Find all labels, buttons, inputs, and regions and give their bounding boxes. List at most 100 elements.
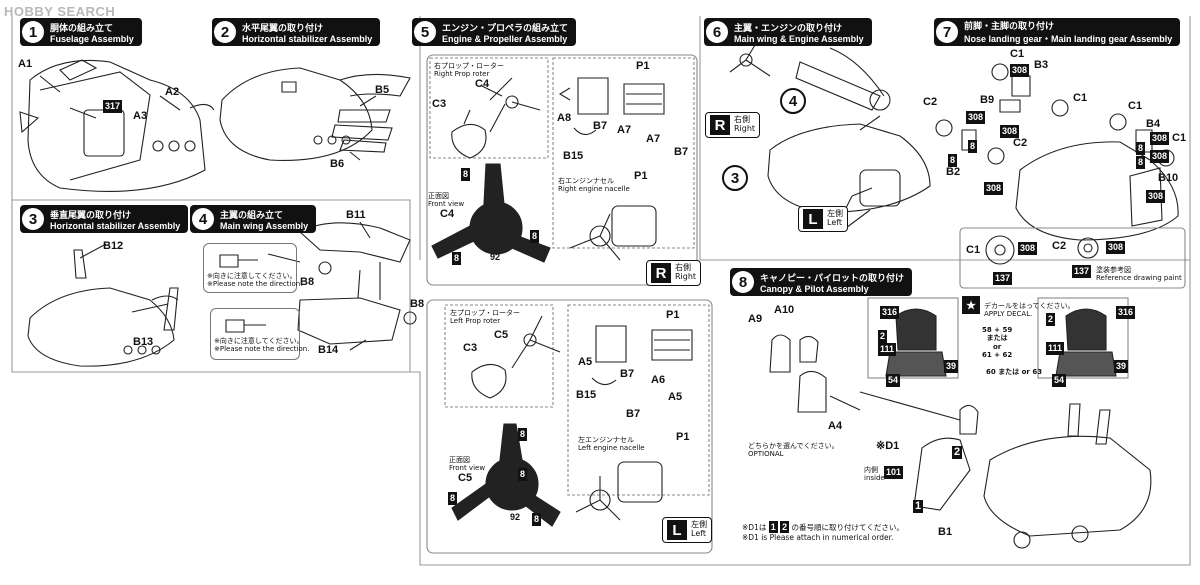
part-label: A3: [133, 110, 148, 122]
step-title-en: Main wing Assembly: [220, 220, 309, 231]
sequence-badge: 2: [952, 446, 963, 459]
part-number-badge: 39: [944, 360, 959, 373]
direction-note: ※向きに注意してください。※Please note the direction.: [207, 272, 302, 289]
sequence-badge: 1: [768, 521, 778, 533]
note-jp: デカールをはってください。: [984, 302, 1075, 310]
note-jp: の番号順に取り付けてください。: [791, 523, 904, 532]
part-number-badge: 8: [461, 168, 471, 181]
stabilizer-drawing: [219, 67, 411, 161]
canopy-pilot-drawing: [769, 308, 1152, 549]
sequence-badge: 2: [780, 521, 790, 533]
step-number: 3: [22, 208, 44, 230]
side-jp: 左側: [827, 209, 843, 219]
combo-value: 58 + 59: [982, 326, 1013, 334]
part-label: A5: [668, 391, 683, 403]
step-title-en: Fuselage Assembly: [50, 33, 134, 44]
decal-combo: 60 または or 63: [986, 368, 1042, 376]
part-label: C2: [923, 96, 938, 108]
part-label: B8: [410, 298, 425, 310]
step-title-en: Horizontal stabilizer Assembly: [50, 220, 181, 231]
part-label: B7: [593, 120, 608, 132]
part-number-badge: 54: [1052, 374, 1067, 387]
or-jp: または: [986, 334, 1008, 343]
caption-jp: 正面図: [428, 192, 449, 200]
part-label: P1: [636, 60, 650, 72]
caption-jp: 左プロップ・ローター: [450, 309, 520, 317]
sequence-badge: 1: [913, 500, 924, 513]
decal-note: デカールをはってください。APPLY DECAL.: [984, 302, 1074, 319]
side-jp: 右側: [675, 263, 691, 273]
note-jp: ※向きに注意してください。: [214, 337, 304, 345]
side-letter: L: [803, 209, 823, 229]
note-jp: どちらかを選んでください。: [748, 442, 839, 450]
step-title-jp: キャノピー・パイロットの取り付け: [760, 273, 905, 284]
part-number-badge: 308: [1010, 64, 1030, 77]
caption-jp: 右プロップ・ローター: [434, 62, 504, 70]
part-label: B1: [938, 526, 953, 538]
caption-jp: 塗装参考図: [1096, 266, 1131, 274]
caption-en: Reference drawing paint: [1096, 274, 1182, 283]
caption-en: Left engine nacelle: [578, 444, 645, 453]
part-label: B14: [318, 344, 339, 356]
step-title-jp: 垂直尾翼の取り付け: [50, 210, 132, 221]
part-label: B15: [563, 150, 584, 162]
right-prop-drawing: [431, 77, 665, 263]
part-number-badge: 8: [948, 154, 958, 167]
part-label: A9: [748, 313, 763, 325]
part-number-badge: 111: [1046, 342, 1065, 355]
side-en: Left: [827, 218, 843, 227]
part-label: B3: [1034, 59, 1049, 71]
part-number-badge: 8: [448, 492, 458, 505]
or-en: or: [992, 342, 1002, 351]
part-number-badge: 2: [1046, 313, 1056, 326]
part-number-badge: 316: [1116, 306, 1136, 319]
step-title-en: Horizontal stabilizer Assembly: [242, 33, 373, 44]
step-title-en: Canopy & Pilot Assembly: [760, 283, 869, 294]
caption-jp: 正面図: [449, 456, 470, 464]
part-label: A5: [578, 356, 593, 368]
part-label: C1: [1010, 48, 1025, 60]
note-jp: ※向きに注意してください。: [207, 272, 297, 280]
part-number-badge: 8: [532, 513, 542, 526]
direction-note-box: [210, 308, 300, 360]
part-label: P1: [676, 431, 690, 443]
star-icon: ★: [962, 296, 980, 314]
caption-en: Left Prop roter: [450, 317, 501, 326]
or-en: or: [1021, 368, 1030, 376]
part-label: C4: [440, 208, 455, 220]
part-number-badge: 8: [518, 428, 528, 441]
part-label: A4: [828, 420, 843, 432]
combo-value: 61 + 62: [982, 351, 1013, 360]
part-label: C1: [1128, 100, 1143, 112]
caption-en: Front view: [449, 464, 486, 473]
caption-en: inside: [864, 474, 885, 483]
part-label: B5: [375, 84, 390, 96]
step-title-jp: 胴体の組み立て: [50, 23, 114, 34]
part-label: 92: [510, 512, 521, 522]
part-number-badge: 39: [1114, 360, 1129, 373]
part-number-badge: 308: [1146, 190, 1166, 203]
step-title-en: Nose landing gear・Main landing gear Asse…: [964, 34, 1173, 44]
part-number-badge: 308: [984, 182, 1004, 195]
side-letter: L: [667, 520, 687, 540]
side-en: Right: [675, 272, 697, 281]
part-label: B8: [300, 276, 315, 288]
part-label: C1: [1073, 92, 1088, 104]
note-en: APPLY DECAL.: [984, 310, 1033, 319]
part-label: B6: [330, 158, 345, 170]
part-number-badge: 2: [878, 330, 888, 343]
step-title-jp: エンジン・プロペラの組み立て: [442, 23, 569, 34]
part-label: B15: [576, 389, 597, 401]
direction-note-box: [203, 243, 297, 293]
